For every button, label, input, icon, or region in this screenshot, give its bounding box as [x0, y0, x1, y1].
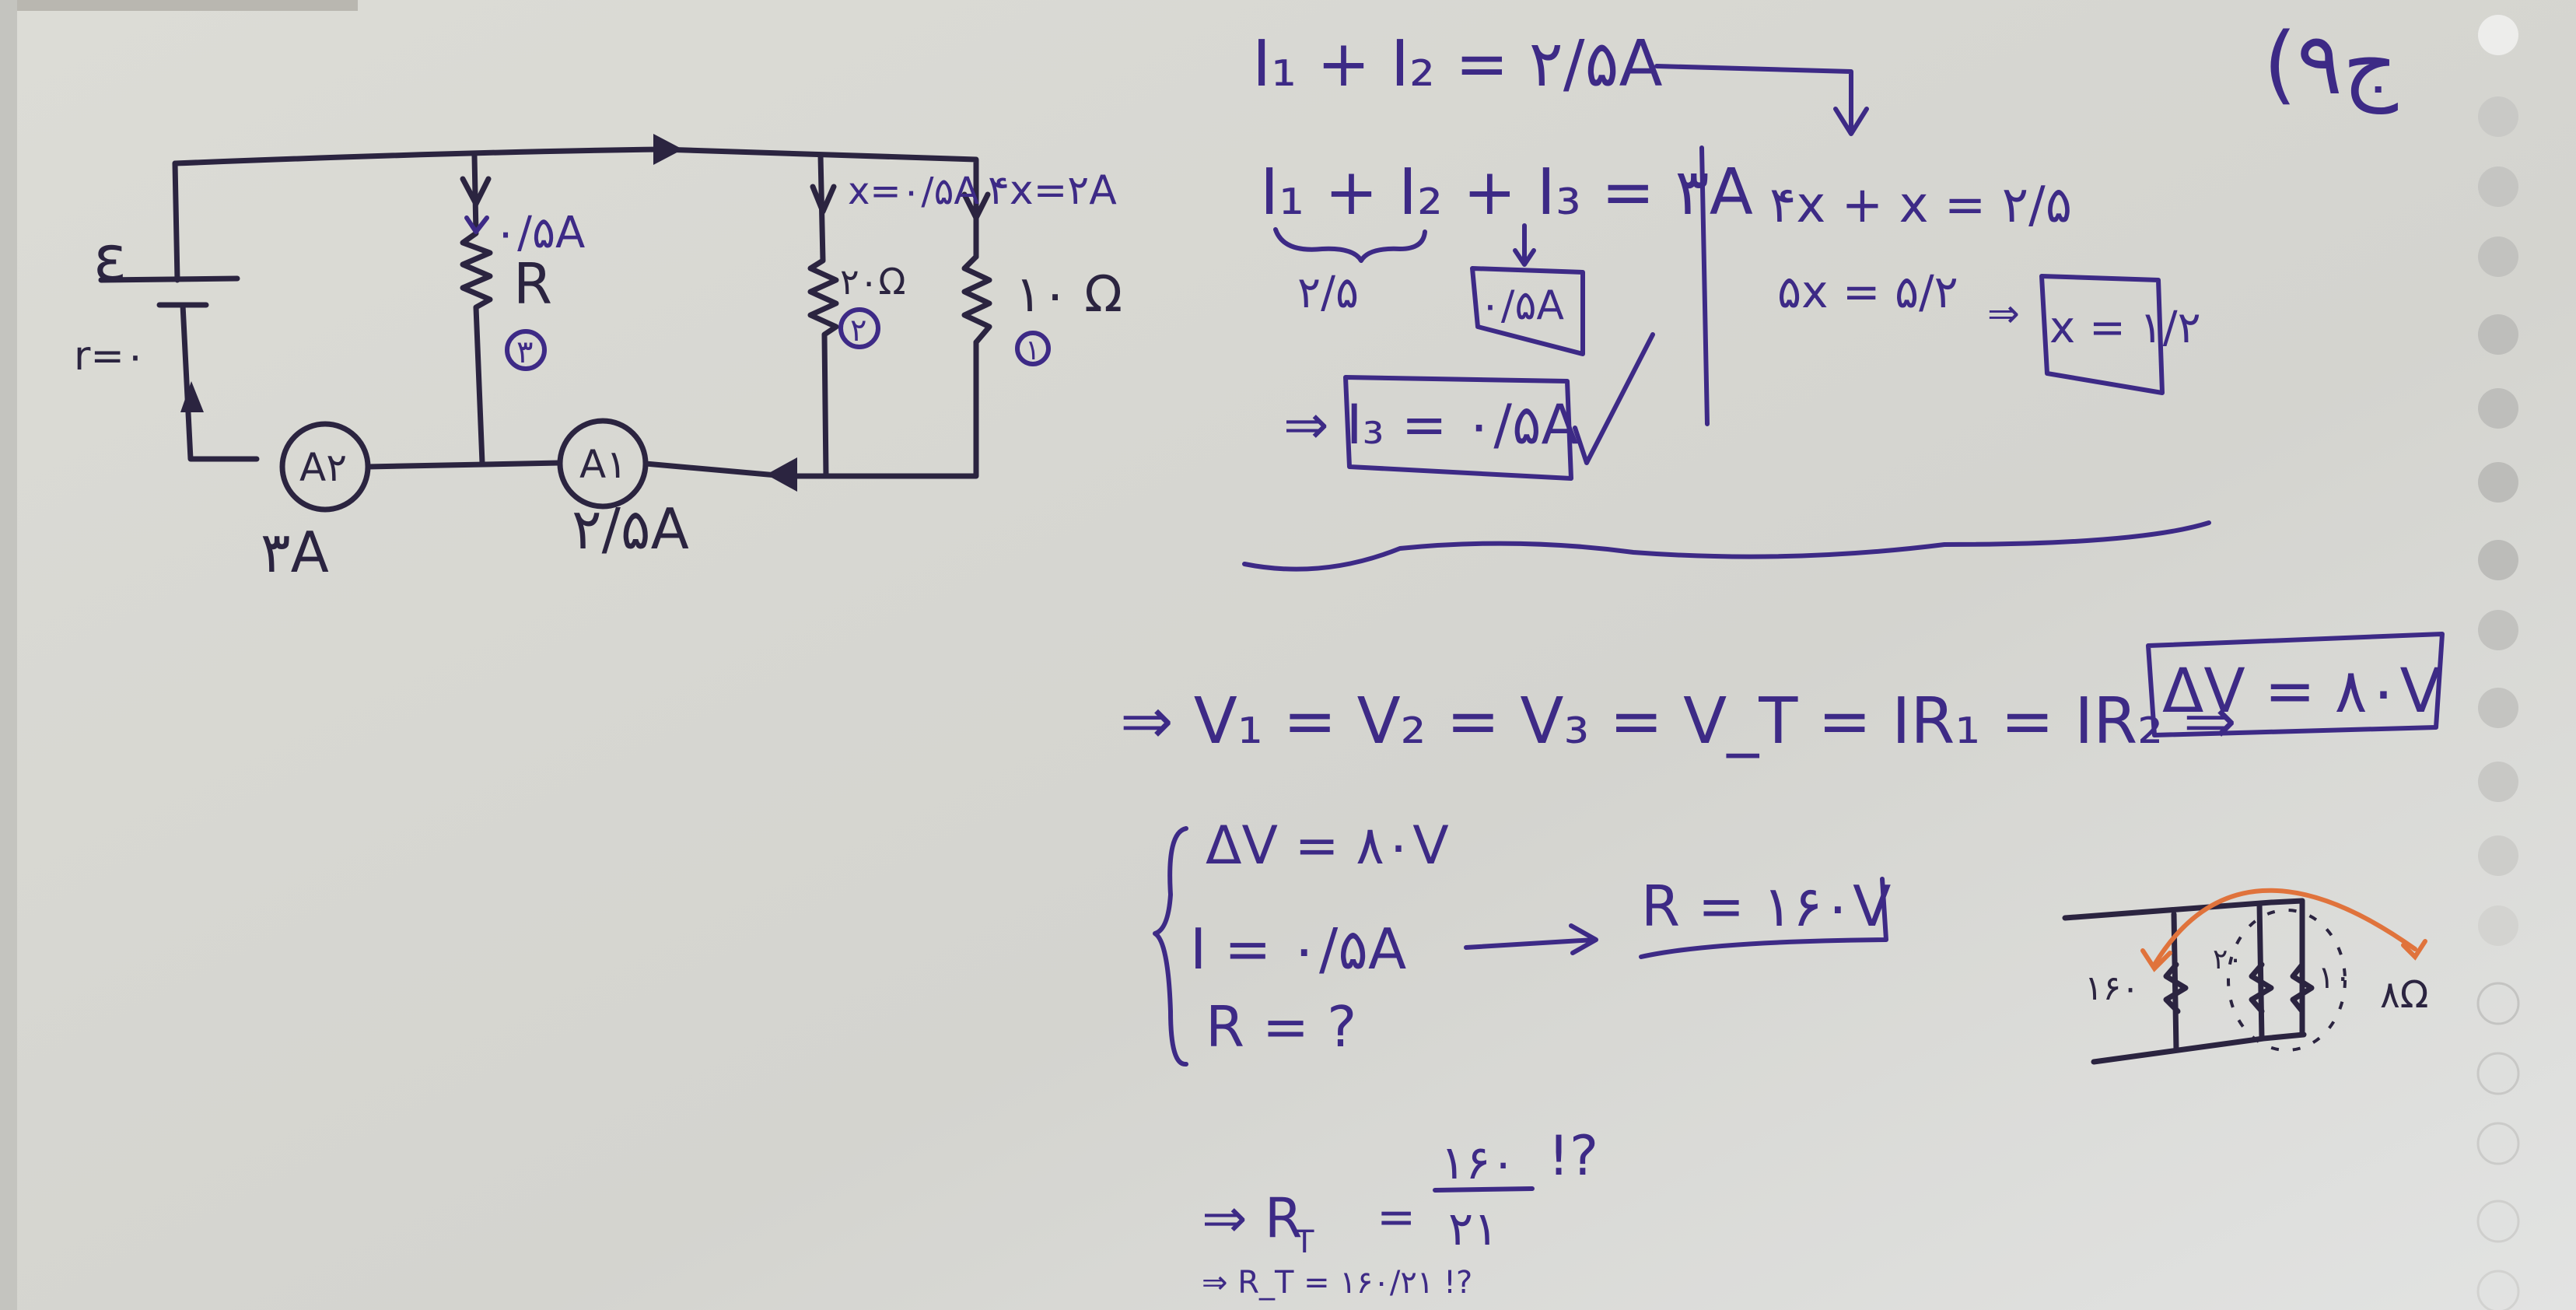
current-arrow-left-icon	[766, 457, 797, 492]
arrow-right-icon	[1464, 923, 1598, 955]
mini-parallel-diagram: ۱۶۰ ۲۰ ۱۰ ۸Ω	[2062, 888, 2428, 1065]
voltage-chain: ⇒ V₁ = V₂ = V₃ = V_T = IR₁ = IR₂ ⇒	[1120, 685, 2237, 758]
ammeter-a2-label: A۲	[299, 445, 347, 490]
r-result-underline	[1639, 877, 1888, 959]
given-brace	[1153, 826, 1188, 1067]
solution-top: I₁ + I₂ = ۲/۵A I₁ + I₂ + I₃ = ۳A ۲/۵ ۰/۵…	[1242, 27, 2211, 572]
branch3-arrow-icon	[460, 176, 492, 207]
equation-2: I₁ + I₂ + I₃ = ۳A	[1260, 156, 1753, 229]
mini-r-combined: ۸Ω	[2380, 973, 2428, 1017]
current-arrow-up-icon	[180, 381, 204, 412]
branch1-number: ۱	[1025, 335, 1040, 366]
underbrace	[1273, 227, 1427, 263]
rt-denominator: ۲۱	[1448, 1202, 1498, 1256]
branch2-number: ۲	[850, 313, 866, 349]
battery-long-plate	[98, 275, 240, 283]
wavy-separator	[1242, 520, 2211, 572]
voltage-result-box	[2146, 632, 2445, 737]
x-result: x = ۱/۲	[2049, 303, 2201, 353]
i3-result-box	[1343, 375, 1573, 481]
mini-r-mid: ۲۰	[2213, 944, 2243, 975]
solution-middle: ⇒ V₁ = V₂ = V₃ = V_T = IR₁ = IR₂ ⇒ ΔV = …	[1120, 632, 2445, 1301]
rt-subscript: T	[1294, 1224, 1314, 1260]
binder-holes	[2476, 15, 2520, 1310]
orange-arc	[2152, 888, 2417, 967]
rt-numerator: ۱۶۰	[1440, 1136, 1516, 1190]
bottom-wire-mid	[365, 460, 563, 470]
arrow-to-right-icon	[1654, 64, 1869, 136]
ammeter-a1-reading: ۲/۵A	[572, 496, 689, 562]
given-r: R = ?	[1206, 994, 1356, 1060]
ammeter-a2-reading: ۳A	[261, 520, 329, 585]
resistor-10	[961, 254, 992, 345]
divider-line	[1699, 145, 1710, 426]
rt-lhs: ⇒ R	[1202, 1186, 1303, 1250]
orange-arrow-right-icon	[2401, 939, 2427, 961]
branch3-current-label: ۰/۵A	[494, 208, 585, 258]
r-result: R = ۱۶۰V	[1641, 874, 1891, 939]
given-i: I = ۰/۵A	[1190, 916, 1406, 982]
rt-result: ⇒ R_T = ۱۶۰/۲۱ !?	[1202, 1265, 1472, 1301]
internal-resistance-label: r=۰	[74, 333, 146, 380]
resistor-10-label: ۱۰ Ω	[1015, 266, 1122, 324]
left-wire-lower	[180, 302, 260, 462]
page-number: (۹ج	[2263, 14, 2398, 114]
bottom-wire-right	[642, 339, 979, 479]
top-wire	[172, 146, 979, 260]
equation-3: ۴x + x = ۲/۵	[1769, 177, 2072, 234]
branch1-arrow-icon	[961, 191, 991, 221]
brace-value: ۲/۵	[1297, 268, 1359, 318]
mini-r-left: ۱۶۰	[2084, 968, 2140, 1008]
rt-mark: !?	[1548, 1124, 1598, 1188]
equation-1: I₁ + I₂ = ۲/۵A	[1252, 27, 1663, 101]
paper-edge	[0, 0, 358, 11]
branch2-current-label: x=۰/۵A	[848, 170, 979, 213]
branch3-current-arrow-icon	[464, 215, 489, 234]
emf-label: ε	[93, 222, 127, 295]
checkmark-icon	[1573, 332, 1655, 465]
ammeter-a1-label: A۱	[579, 442, 627, 487]
arrow-down-icon	[1513, 223, 1536, 267]
circuit-diagram: ε r=۰ ۰/۵A R ۳ x=۰/۵A ۲۰Ω ۲ ۴x=۲A ۱۰ Ω ۱…	[74, 134, 1122, 585]
voltage-result: ΔV = ۸۰V	[2162, 657, 2441, 727]
left-wire-upper	[172, 160, 180, 283]
current-arrow-right-icon	[653, 134, 683, 165]
resistor-20-label: ۲۰Ω	[840, 261, 906, 303]
x-result-box	[2039, 274, 2165, 395]
given-dv: ΔV = ۸۰V	[1206, 815, 1449, 877]
implies-arrow: ⇒	[1987, 291, 2020, 336]
branch1-current-label: ۴x=۲A	[988, 167, 1117, 214]
i3-box	[1470, 266, 1585, 356]
i3-result: ⇒ I₃ = ۰/۵A	[1283, 393, 1579, 457]
equation-4: ۵x = ۵/۲	[1777, 265, 1958, 318]
i3-box-value: ۰/۵A	[1479, 282, 1564, 329]
orange-arrow-left-icon	[2140, 948, 2172, 972]
resistor-r	[460, 152, 493, 466]
resistor-20	[807, 152, 839, 479]
mini-r-right: ۱۰	[2318, 960, 2351, 996]
branch2-arrow-icon	[810, 184, 837, 215]
paper-left-edge	[0, 0, 17, 1310]
resistor-r-label: R	[513, 251, 552, 317]
fraction-bar	[1433, 1186, 1535, 1193]
rt-equals: =	[1377, 1190, 1416, 1245]
branch3-number: ۳	[516, 335, 533, 370]
